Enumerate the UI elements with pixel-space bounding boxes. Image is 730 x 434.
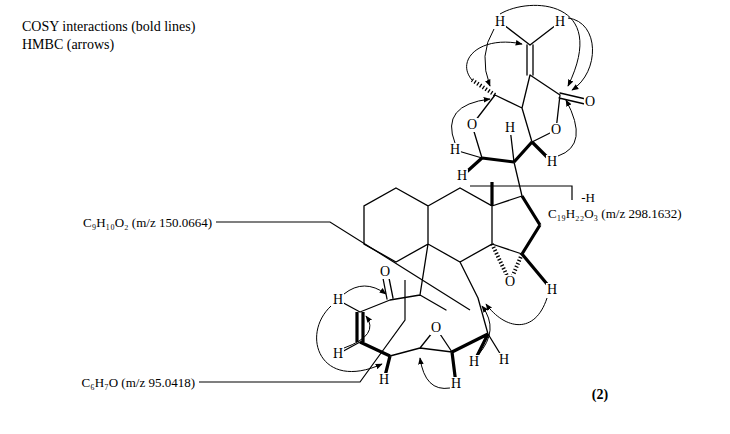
hmbc-arrow [486,298,547,325]
atom-label: H [504,121,516,135]
hmbc-arrow [344,286,386,294]
hmbc-arrow [568,18,593,90]
hmbc-arrow [452,99,490,143]
atom-label: O [466,118,478,132]
atom-label: O [379,265,391,279]
fragment-note: -H [580,191,596,204]
fragment-label: C₆H₇O (m/z 95.0418) [82,376,195,389]
atom-label: H [378,373,390,387]
atom-label: O [504,275,516,289]
hmbc-arrow [500,5,580,86]
hmbc-arrow [485,29,494,86]
hmbc-arrow [317,306,382,372]
compound-number: (2) [591,388,609,402]
single-bonds [338,22,590,360]
atom-label: O [550,123,562,137]
atom-label: H [449,143,461,157]
atom-label: H [494,15,506,29]
atom-label: H [554,15,566,29]
atom-label: H [332,293,344,307]
hashed-bonds [472,80,522,282]
hmbc-arrow [478,306,490,355]
atom-label: H [546,155,558,169]
fragment-label: C₁₉H₂₂O₃ (m/z 298.1632) [548,207,682,220]
fragment-lines [199,186,572,382]
hmbc-arrow [420,358,450,388]
legend-note: HMBC (arrows) [22,38,114,52]
hmbc-arrow [467,42,522,80]
atom-label: H [456,169,468,183]
legend-note: COSY interactions (bold lines) [22,20,195,34]
atom-label: H [450,377,462,391]
cosy-bonds [357,142,552,384]
atom-label: H [498,353,510,367]
atom-label: O [584,95,596,109]
atom-label: H [468,355,480,369]
atom-label: O [430,321,442,335]
fragment-label: C₉H₁₀O₂ (m/z 150.0664) [83,216,212,229]
atom-label: H [546,283,558,297]
atom-label: H [332,347,344,361]
hmbc-arrow [344,316,370,348]
